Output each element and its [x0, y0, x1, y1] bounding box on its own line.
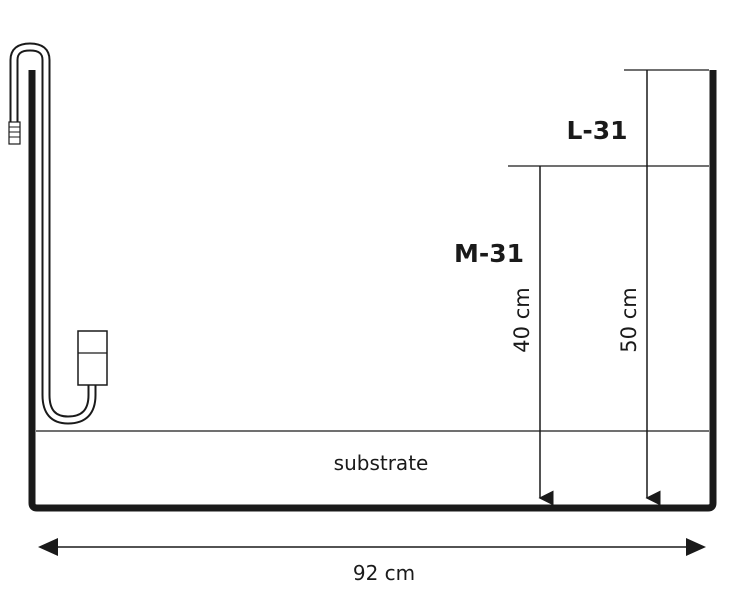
- width-label: 92 cm: [353, 561, 415, 585]
- height-label-tall: 50 cm: [617, 287, 641, 352]
- model-label-short: L-31: [566, 116, 627, 145]
- hose-connector-icon: [8, 121, 21, 145]
- filter-pipe: [9, 42, 97, 425]
- substrate-label: substrate: [334, 451, 429, 475]
- model-label-tall: M-31: [454, 239, 524, 268]
- intake-strainer-icon: [77, 330, 108, 386]
- height-label-short: 40 cm: [510, 287, 534, 352]
- width-arrow: [38, 538, 706, 556]
- tank-outline: [28, 70, 717, 512]
